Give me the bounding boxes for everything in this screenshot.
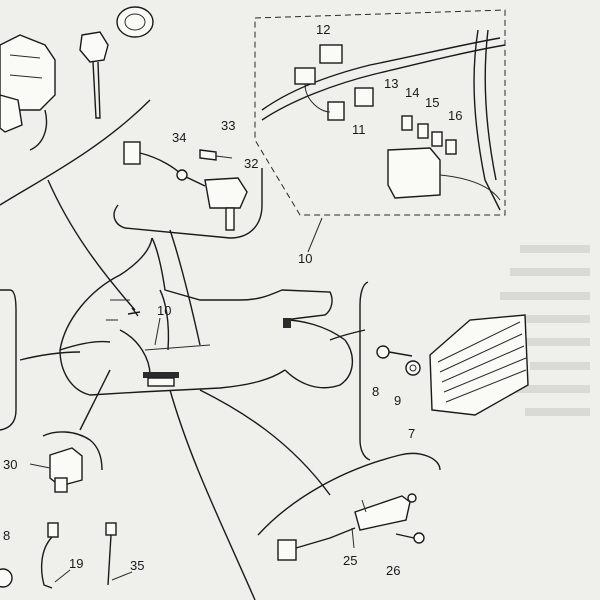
part-number-labels: 7 8 8 9 10 10 11 12 13 14 15 16 19 25 26… bbox=[3, 22, 462, 578]
label-10-bike: 10 bbox=[157, 303, 171, 318]
label-34: 34 bbox=[172, 130, 186, 145]
label-8-left: 8 bbox=[3, 528, 10, 543]
sensor-assembly bbox=[123, 141, 248, 231]
sensor-assembly-25-26 bbox=[277, 493, 425, 561]
part-30-connector bbox=[29, 447, 83, 493]
label-32: 32 bbox=[244, 156, 258, 171]
label-35: 35 bbox=[130, 558, 144, 573]
label-14: 14 bbox=[405, 85, 419, 100]
label-26: 26 bbox=[386, 563, 400, 578]
label-13: 13 bbox=[384, 76, 398, 91]
label-12: 12 bbox=[316, 22, 330, 37]
ignition-lock-illustration bbox=[0, 6, 154, 151]
label-16: 16 bbox=[448, 108, 462, 123]
label-11: 11 bbox=[352, 122, 366, 137]
label-15: 15 bbox=[425, 95, 439, 110]
label-19: 19 bbox=[69, 556, 83, 571]
label-30: 30 bbox=[3, 457, 17, 472]
label-9: 9 bbox=[394, 393, 401, 408]
leader-lines bbox=[19, 179, 366, 600]
bleed-through-pattern bbox=[500, 245, 590, 416]
label-10-harness: 10 bbox=[298, 251, 312, 266]
wiring-harness-relays bbox=[261, 29, 506, 211]
regulator-rectifier bbox=[376, 314, 529, 416]
label-8: 8 bbox=[372, 384, 379, 399]
lead-wires-19-35 bbox=[0, 522, 133, 589]
label-7: 7 bbox=[408, 426, 415, 441]
label-33: 33 bbox=[221, 118, 235, 133]
label-25: 25 bbox=[343, 553, 357, 568]
callout-boundaries bbox=[0, 9, 506, 536]
motorcycle-outline bbox=[59, 237, 353, 396]
